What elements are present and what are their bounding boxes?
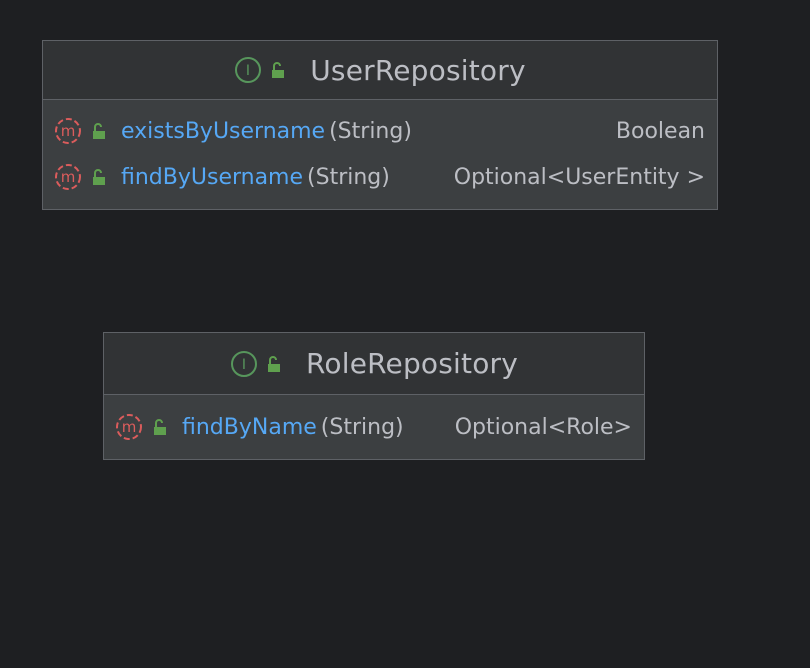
public-lock-icon — [150, 417, 170, 437]
interface-icon: I — [230, 350, 258, 378]
header-icons: I — [230, 350, 284, 378]
svg-text:I: I — [246, 63, 250, 79]
member-list: m findByName (String) Optional<Role> — [104, 395, 644, 450]
method-icon: m — [53, 116, 83, 146]
node-header: I UserRepository — [43, 41, 717, 100]
interface-icon: I — [234, 56, 262, 84]
class-node-user-repository[interactable]: I UserRepository m — [42, 40, 718, 210]
header-icons: I — [234, 56, 288, 84]
method-icon: m — [53, 162, 83, 192]
svg-text:I: I — [242, 357, 246, 373]
method-name: findByName — [182, 414, 317, 440]
method-row[interactable]: m findByName (String) Optional<Role> — [104, 404, 644, 450]
member-list: m existsByUsername (String) Boolean — [43, 100, 717, 200]
node-title: RoleRepository — [305, 347, 519, 380]
node-title: UserRepository — [310, 53, 526, 87]
class-node-role-repository[interactable]: I RoleRepository m — [103, 332, 645, 460]
method-params: (String) — [320, 414, 404, 440]
svg-text:m: m — [61, 168, 76, 186]
return-type: Optional<UserEntity > — [453, 164, 705, 190]
public-lock-icon — [89, 121, 109, 141]
method-name: findByUsername — [121, 164, 304, 190]
public-lock-icon — [268, 60, 288, 80]
method-params: (String) — [329, 118, 412, 144]
return-type: Boolean — [615, 118, 705, 144]
method-name: existsByUsername — [121, 118, 326, 144]
node-header: I RoleRepository — [104, 333, 644, 395]
method-icon: m — [114, 412, 144, 442]
public-lock-icon — [264, 354, 284, 374]
return-type: Optional<Role> — [454, 414, 632, 440]
method-row[interactable]: m existsByUsername (String) Boolean — [43, 108, 717, 154]
svg-text:m: m — [122, 418, 137, 436]
public-lock-icon — [89, 167, 109, 187]
method-params: (String) — [307, 164, 390, 190]
svg-text:m: m — [61, 122, 76, 140]
method-row[interactable]: m findByUsername (String) Optional<UserE… — [43, 154, 717, 200]
